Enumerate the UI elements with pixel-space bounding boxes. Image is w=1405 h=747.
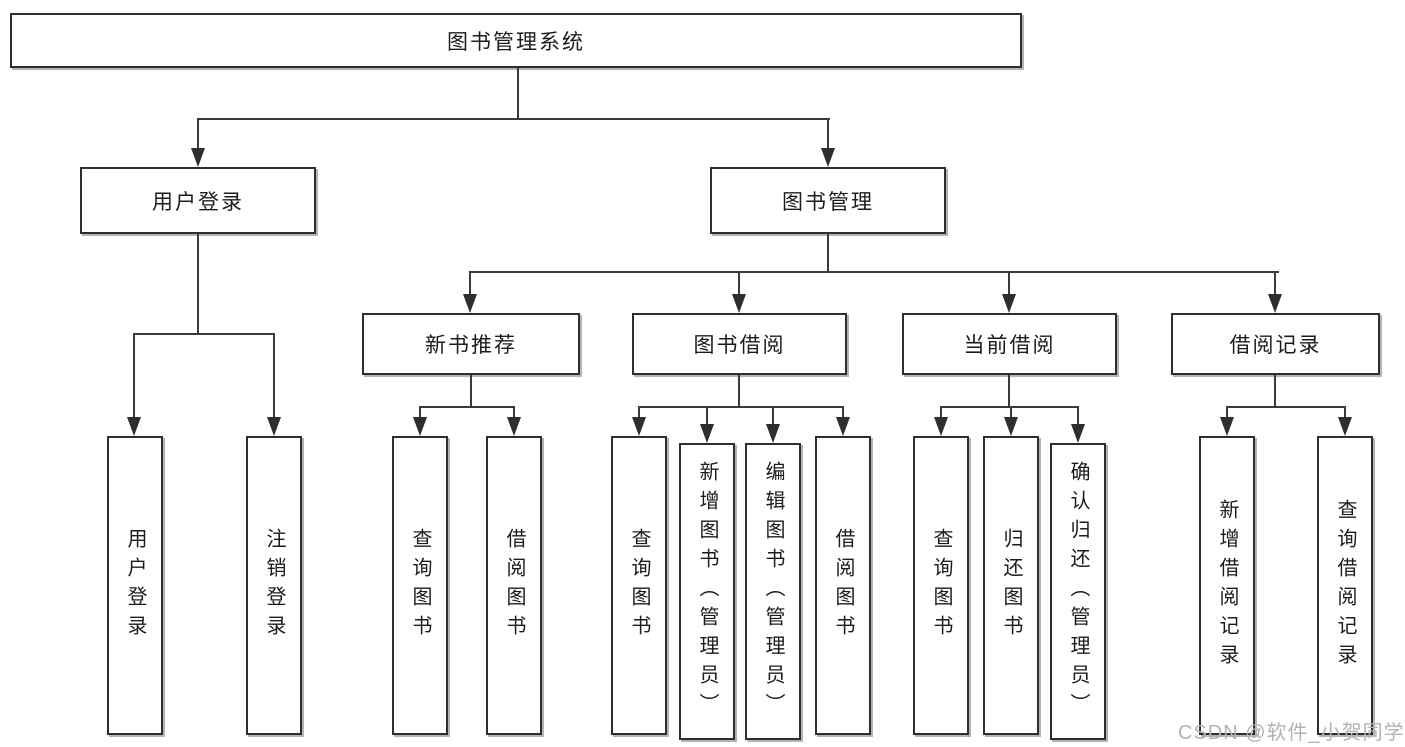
connector-line [706, 406, 708, 425]
connector-line [1226, 406, 1346, 408]
leaf-borrow-book-borrowing: 借阅图书 [815, 436, 871, 735]
connector-line [469, 271, 471, 295]
arrow-down-icon [191, 148, 205, 167]
connector-line [517, 68, 519, 120]
node-book-borrowing: 图书借阅 [632, 313, 847, 375]
connector-line [1274, 375, 1276, 408]
connector-line [738, 375, 740, 408]
node-current-borrowing-label: 当前借阅 [963, 334, 1056, 357]
connector-line [197, 234, 199, 334]
node-book-management-label: 图书管理 [782, 190, 874, 214]
leaf-add-book-admin-label: 新增图书（管理员） [696, 461, 718, 722]
arrow-down-icon [632, 417, 646, 436]
arrow-down-icon [1268, 294, 1282, 313]
arrow-down-icon [413, 417, 427, 436]
connector-line [1008, 375, 1010, 408]
connector-line [827, 118, 829, 150]
leaf-edit-book-admin: 编辑图书（管理员） [745, 443, 801, 740]
csdn-watermark: CSDN @软件_小贺同学 [1178, 722, 1405, 744]
leaf-borrow-book-borrowing-label: 借阅图书 [832, 527, 854, 644]
leaf-logout-label: 注销登录 [263, 527, 285, 644]
leaf-query-book-borrowing: 查询图书 [611, 436, 667, 735]
connector-line [197, 118, 830, 120]
connector-line [513, 406, 515, 418]
connector-line [772, 406, 774, 425]
leaf-query-book-current: 查询图书 [913, 436, 969, 735]
arrow-down-icon [1071, 424, 1085, 443]
leaf-confirm-return-admin-label: 确认归还（管理员） [1067, 461, 1089, 722]
connector-line [940, 406, 942, 418]
leaf-user-login: 用户登录 [107, 436, 163, 735]
connector-line [1077, 406, 1079, 425]
connector-line [940, 406, 1079, 408]
leaf-query-book-borrowing-label: 查询图书 [628, 527, 650, 644]
connector-line [827, 234, 829, 273]
connector-line [197, 118, 199, 150]
node-user-login-label: 用户登录 [152, 190, 244, 214]
connector-line [470, 375, 472, 408]
leaf-return-book-label: 归还图书 [1000, 527, 1022, 644]
arrow-down-icon [507, 417, 521, 436]
node-borrowing-records-label: 借阅记录 [1229, 334, 1322, 357]
leaf-add-book-admin: 新增图书（管理员） [679, 443, 735, 740]
connector-line [1344, 406, 1346, 418]
leaf-edit-book-admin-label: 编辑图书（管理员） [762, 461, 784, 722]
node-new-book-recommend: 新书推荐 [362, 313, 580, 375]
connector-line [638, 406, 640, 418]
leaf-query-book-current-label: 查询图书 [930, 527, 952, 644]
node-current-borrowing: 当前借阅 [902, 313, 1117, 375]
leaf-query-book-recommend-label: 查询图书 [409, 527, 431, 644]
leaf-query-borrow-record-label: 查询借阅记录 [1334, 498, 1356, 673]
connector-line [738, 271, 740, 295]
arrow-down-icon [836, 417, 850, 436]
connector-line [419, 406, 515, 408]
connector-line [1010, 406, 1012, 418]
arrow-down-icon [934, 417, 948, 436]
leaf-query-borrow-record: 查询借阅记录 [1317, 436, 1373, 735]
node-user-login: 用户登录 [80, 167, 316, 234]
connector-line [842, 406, 844, 418]
leaf-user-login-label: 用户登录 [124, 527, 146, 644]
leaf-add-borrow-record: 新增借阅记录 [1199, 436, 1255, 735]
arrow-down-icon [1338, 417, 1352, 436]
arrow-down-icon [1220, 417, 1234, 436]
arrow-down-icon [1004, 417, 1018, 436]
arrow-down-icon [127, 417, 141, 436]
node-book-management: 图书管理 [710, 167, 946, 234]
arrow-down-icon [463, 294, 477, 313]
connector-line [638, 406, 844, 408]
arrow-down-icon [700, 424, 714, 443]
node-book-borrowing-label: 图书借阅 [693, 334, 786, 357]
leaf-logout: 注销登录 [246, 436, 302, 735]
node-borrowing-records: 借阅记录 [1171, 313, 1380, 375]
connector-line [1008, 271, 1010, 295]
leaf-confirm-return-admin: 确认归还（管理员） [1050, 443, 1106, 740]
arrow-down-icon [766, 424, 780, 443]
arrow-down-icon [821, 148, 835, 167]
connector-line [133, 333, 275, 335]
leaf-add-borrow-record-label: 新增借阅记录 [1216, 498, 1238, 673]
connector-line [133, 333, 135, 418]
arrow-down-icon [267, 417, 281, 436]
arrow-down-icon [732, 294, 746, 313]
connector-line [419, 406, 421, 418]
leaf-return-book: 归还图书 [983, 436, 1039, 735]
connector-line [1226, 406, 1228, 418]
connector-line [469, 271, 1279, 273]
arrow-down-icon [1002, 294, 1016, 313]
node-new-book-recommend-label: 新书推荐 [425, 334, 517, 357]
node-root-label: 图书管理系统 [447, 30, 585, 54]
node-root: 图书管理系统 [10, 13, 1022, 68]
connector-line [273, 333, 275, 418]
leaf-borrow-book-recommend-label: 借阅图书 [503, 527, 525, 644]
leaf-query-book-recommend: 查询图书 [392, 436, 448, 735]
leaf-borrow-book-recommend: 借阅图书 [486, 436, 542, 735]
connector-line [1274, 271, 1276, 295]
